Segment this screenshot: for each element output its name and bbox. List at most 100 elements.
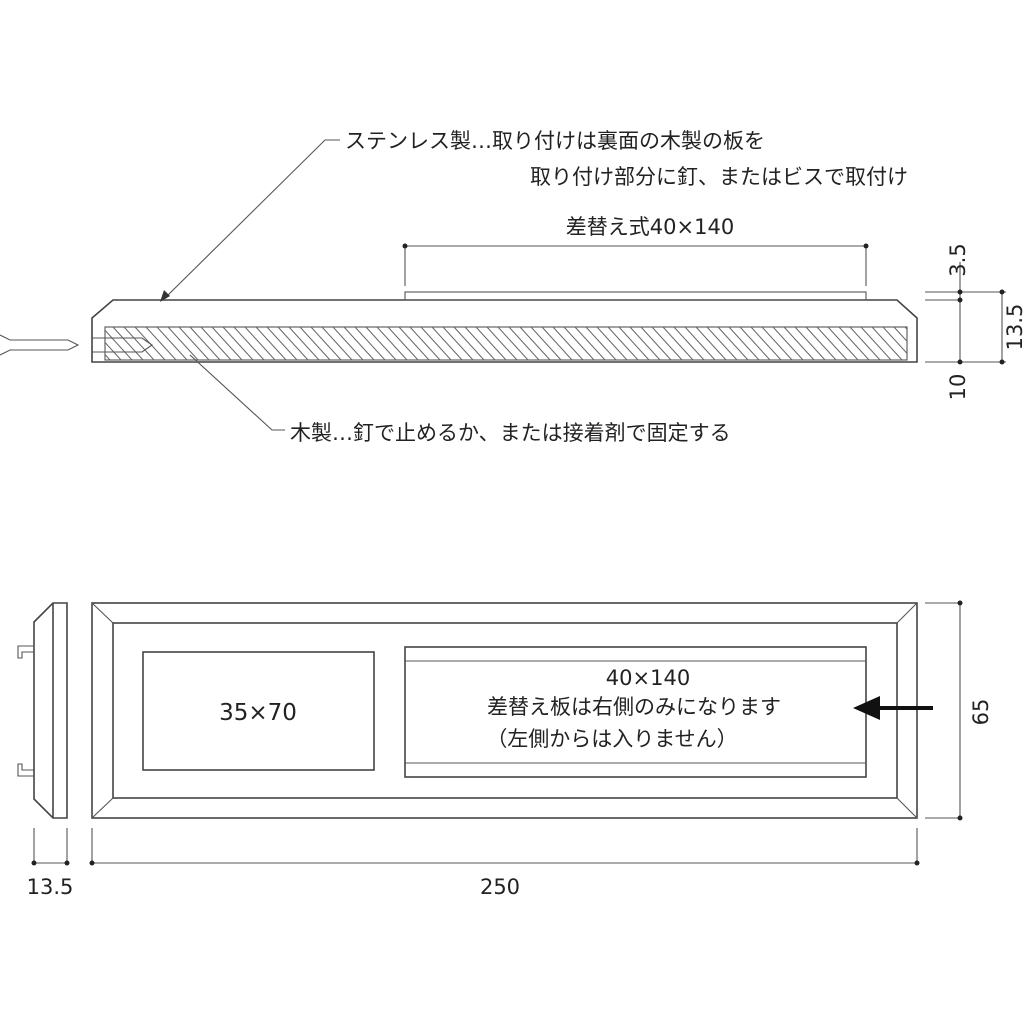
hatch-line bbox=[893, 327, 907, 343]
hatch-line bbox=[255, 327, 287, 360]
hatch-line bbox=[750, 327, 782, 360]
hatch-line bbox=[497, 327, 529, 360]
left-window-label: 35×70 bbox=[219, 700, 297, 726]
hatch-line bbox=[464, 327, 496, 360]
hatch-line bbox=[882, 327, 907, 355]
hatch-line bbox=[629, 327, 661, 360]
hatch-line bbox=[310, 327, 342, 360]
hatch-line bbox=[332, 327, 364, 360]
insert-label: 差替え式40×140 bbox=[566, 215, 734, 239]
hatch-line bbox=[266, 327, 298, 360]
hatch-line bbox=[105, 341, 122, 360]
side-view bbox=[17, 602, 68, 819]
hatch-line bbox=[398, 327, 430, 360]
hatch-line bbox=[651, 327, 683, 360]
hatch-line bbox=[277, 327, 309, 360]
hatch-line bbox=[596, 327, 628, 360]
wood-note: 木製…釘で止めるか、または接着剤で固定する bbox=[290, 421, 731, 445]
hatch-line bbox=[211, 327, 243, 360]
dim-depth: 13.5 bbox=[27, 875, 74, 899]
hatch-line bbox=[442, 327, 474, 360]
arrowhead-icon bbox=[160, 290, 170, 302]
hatch-line bbox=[288, 327, 320, 360]
hatch-line bbox=[717, 327, 749, 360]
hatch-line bbox=[673, 327, 705, 360]
hatch-line bbox=[453, 327, 485, 360]
hatch-line bbox=[772, 327, 804, 360]
hatch-line bbox=[244, 327, 276, 360]
hatch-line bbox=[552, 327, 584, 360]
hatch-line bbox=[640, 327, 672, 360]
nail-icon bbox=[0, 334, 153, 356]
insert-direction-arrow-icon bbox=[853, 696, 933, 720]
hatch-line bbox=[618, 327, 650, 360]
hatch-line bbox=[563, 327, 595, 360]
hatch-line bbox=[739, 327, 771, 360]
hatch-line bbox=[145, 327, 177, 360]
wood-board bbox=[104, 326, 908, 361]
hatch-line bbox=[365, 327, 397, 360]
right-slot-note: 差替え板は右側のみになります bbox=[487, 695, 781, 719]
hatch-line bbox=[761, 327, 793, 360]
hatch-line bbox=[431, 327, 463, 360]
hatch-line bbox=[376, 327, 408, 360]
hatch-line bbox=[927, 327, 957, 360]
hatch-line bbox=[949, 327, 979, 360]
left-window bbox=[142, 651, 375, 771]
hatch-line bbox=[112, 327, 144, 360]
front-view: 35×70 40×140 差替え板は右側のみになります （左側からは入りません）… bbox=[27, 600, 993, 899]
hook-icon bbox=[17, 645, 34, 659]
stainless-frame-outline bbox=[91, 299, 918, 363]
hatch-line bbox=[105, 329, 133, 360]
hatch-line bbox=[607, 327, 639, 360]
hatch-line bbox=[299, 327, 331, 360]
hatch-line bbox=[387, 327, 419, 360]
hatch-line bbox=[156, 327, 188, 360]
hatch-line bbox=[816, 327, 848, 360]
hatch-line bbox=[519, 327, 551, 360]
hatch-line bbox=[200, 327, 232, 360]
hatch-line bbox=[541, 327, 573, 360]
hatch-line bbox=[343, 327, 375, 360]
hatch-line bbox=[222, 327, 254, 360]
hatch-line bbox=[123, 327, 155, 360]
hatch-line bbox=[860, 327, 892, 360]
hatch-line bbox=[838, 327, 870, 360]
hatch-line bbox=[904, 327, 907, 330]
hatch-line bbox=[321, 327, 353, 360]
hatch-line bbox=[805, 327, 837, 360]
hatch-line bbox=[728, 327, 760, 360]
dim-height: 65 bbox=[969, 699, 993, 726]
wood-leader-line bbox=[189, 354, 285, 431]
hatch-line bbox=[486, 327, 518, 360]
dim-wood-thickness: 10 bbox=[946, 374, 970, 401]
hatch-line bbox=[167, 327, 199, 360]
stainless-note-line2: 取り付け部分に釘、またはビスで取付け bbox=[530, 165, 908, 189]
insert-plate bbox=[404, 291, 867, 301]
hatch-line bbox=[849, 327, 881, 360]
right-slot-note2: （左側からは入りません） bbox=[486, 727, 737, 751]
dim-width: 250 bbox=[480, 875, 520, 899]
hatch-line bbox=[794, 327, 826, 360]
hatch-line bbox=[827, 327, 859, 360]
hatch-line bbox=[574, 327, 606, 360]
hatch-line bbox=[938, 327, 968, 360]
hatch-line bbox=[662, 327, 694, 360]
hatch-line bbox=[783, 327, 815, 360]
hatch-line bbox=[233, 327, 265, 360]
hatch-line bbox=[354, 327, 386, 360]
right-slot-size: 40×140 bbox=[606, 666, 690, 690]
hatch-line bbox=[916, 327, 946, 360]
hatch-line bbox=[695, 327, 727, 360]
hatch-line bbox=[420, 327, 452, 360]
hatch-line bbox=[706, 327, 738, 360]
hatch-line bbox=[508, 327, 540, 360]
stainless-note-line1: ステンレス製…取り付けは裏面の木製の板を bbox=[345, 129, 765, 153]
hatch-line bbox=[475, 327, 507, 360]
hatch-line bbox=[409, 327, 441, 360]
hatch-line bbox=[871, 327, 903, 360]
dim-insert-thickness: 3.5 bbox=[946, 243, 970, 276]
hatch-line bbox=[178, 327, 210, 360]
hook-icon bbox=[17, 763, 34, 777]
